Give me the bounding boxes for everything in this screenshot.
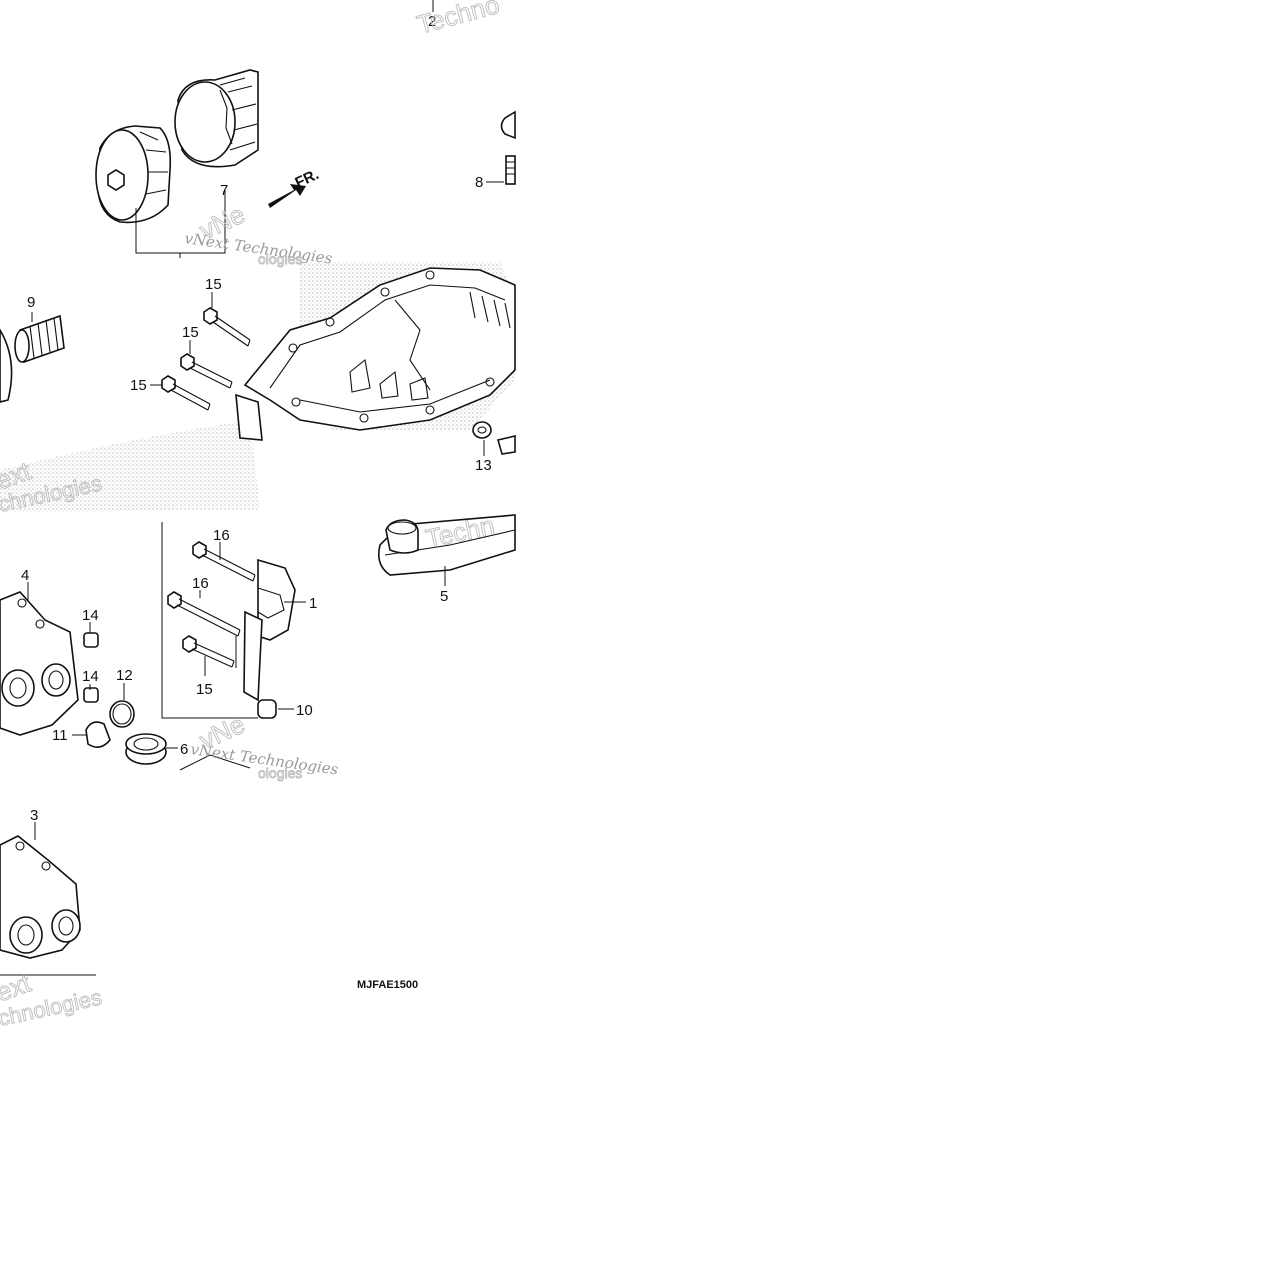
cover-bolts — [167, 541, 256, 676]
drain-washer-13 — [472, 421, 516, 456]
callout-7: 7 — [220, 182, 228, 199]
callout-9: 9 — [27, 294, 35, 311]
oil-pump-4 — [0, 582, 79, 736]
callout-14-top: 14 — [82, 607, 99, 624]
direction-mark-label: FR. — [293, 166, 322, 192]
callout-6: 6 — [180, 741, 188, 758]
dowel-pins-14 — [83, 622, 99, 703]
oil-pan — [235, 267, 516, 441]
callout-12: 12 — [116, 667, 133, 684]
oil-pipe-partial — [432, 0, 516, 140]
bolt-8 — [486, 155, 516, 185]
drawing-code: MJFAE1500 — [357, 979, 418, 991]
gasket-11 — [72, 721, 111, 748]
callout-15-top: 15 — [205, 276, 222, 293]
pan-bolts-15 — [150, 292, 251, 411]
callout-5: 5 — [440, 588, 448, 605]
callout-1: 1 — [309, 595, 317, 612]
callout-4: 4 — [21, 567, 29, 584]
callout-3: 3 — [30, 807, 38, 824]
oil-pump-cover-frame — [161, 522, 306, 719]
oil-strainer-9 — [0, 312, 65, 403]
callouts: 2 7 8 9 15 15 15 13 16 16 15 1 4 14 14 1… — [21, 13, 492, 824]
bolt-16b — [167, 591, 241, 637]
callout-15-low: 15 — [196, 681, 213, 698]
baffle-plate-5 — [377, 514, 516, 586]
callout-16-mid: 16 — [192, 575, 209, 592]
callout-13: 13 — [475, 457, 492, 474]
callout-11: 11 — [52, 727, 68, 744]
watermark-fragment-ologies-2: ologies — [258, 765, 302, 781]
callout-2: 2 — [428, 13, 436, 30]
bolt-15c — [161, 375, 211, 411]
o-ring-12 — [109, 683, 135, 728]
oil-filter-front — [95, 125, 172, 224]
bolt-16a — [192, 541, 256, 582]
bolt-15d — [182, 635, 235, 668]
watermark-fragment-techno: Techno — [414, 0, 503, 40]
callout-10: 10 — [296, 702, 313, 719]
callout-15-mid: 15 — [182, 324, 199, 341]
oil-filter-assembly: FR. — [95, 69, 322, 258]
callout-16-top: 16 — [213, 527, 230, 544]
callout-15-left: 15 — [130, 377, 147, 394]
bolt-15b — [180, 353, 233, 389]
callout-14-low: 14 — [82, 668, 99, 685]
watermark-fragment-ologies-1: ologies — [258, 251, 302, 267]
bolt-15a — [203, 307, 251, 347]
oil-filter-7 — [174, 69, 259, 168]
oil-pump-3 — [0, 822, 96, 976]
callout-8: 8 — [475, 174, 483, 191]
oil-seal-6 — [125, 733, 178, 765]
front-direction-arrow — [268, 184, 306, 208]
plug-10 — [257, 699, 294, 719]
